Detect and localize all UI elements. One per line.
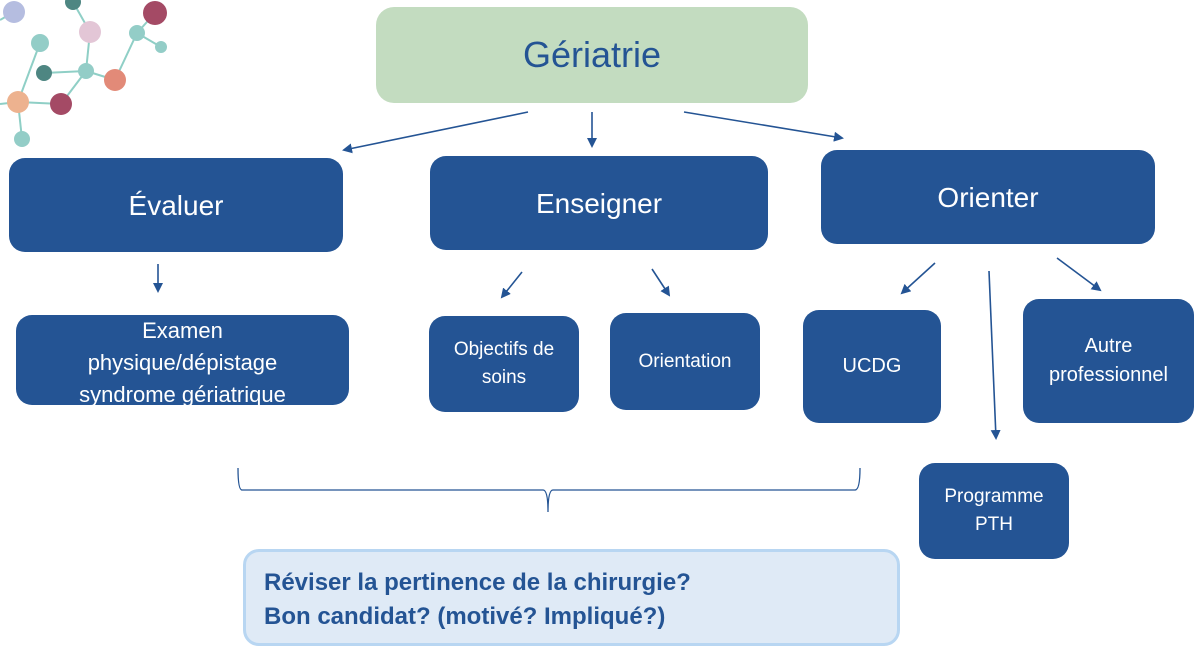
- orientation-label: Orientation: [638, 350, 732, 372]
- node-autre-professionnel: Autre professionnel: [1023, 299, 1194, 423]
- node-evaluer: Évaluer: [9, 158, 343, 252]
- arrow-enseigner-objectifs: [500, 271, 523, 299]
- examen-line-2: physique/dépistage: [87, 350, 278, 375]
- ucdg-label: UCDG: [842, 355, 902, 377]
- arrow-root-orienter: [683, 111, 844, 142]
- pth-line-2: PTH: [975, 514, 1013, 535]
- node-programme-pth: Programme PTH: [919, 463, 1069, 559]
- conclusion-line-2: Bon candidat? (motivé? Impliqué?): [264, 603, 666, 630]
- node-orienter-label: Orienter: [937, 181, 1039, 213]
- node-enseigner-label: Enseigner: [535, 187, 663, 219]
- autre-line-2: professionnel: [1049, 364, 1168, 386]
- arrow-orienter-autre: [1056, 257, 1102, 292]
- arrow-orienter-ucdg: [900, 262, 936, 295]
- node-evaluer-label: Évaluer: [128, 189, 224, 221]
- pth-line-1: Programme: [944, 486, 1044, 507]
- examen-line-3: syndrome gériatrique: [79, 382, 286, 407]
- node-ucdg: UCDG: [803, 310, 941, 423]
- arrow-root-evaluer: [342, 111, 529, 154]
- arrow-enseigner-orientation: [651, 268, 671, 297]
- arrow-orienter-pth: [988, 270, 1001, 440]
- conclusion-box: Réviser la pertinence de la chirurgie? B…: [243, 549, 900, 646]
- root-label: Gériatrie: [522, 34, 662, 75]
- conclusion-line-1: Réviser la pertinence de la chirurgie?: [264, 569, 691, 596]
- summary-brace: [237, 467, 861, 513]
- objectifs-line-2: soins: [481, 367, 527, 388]
- node-enseigner: Enseigner: [430, 156, 768, 250]
- node-orientation: Orientation: [610, 313, 760, 410]
- objectifs-line-1: Objectifs de: [453, 339, 555, 360]
- autre-line-1: Autre: [1084, 335, 1133, 357]
- node-objectifs-de-soins: Objectifs de soins: [429, 316, 579, 412]
- examen-line-1: Examen: [142, 318, 223, 343]
- molecule-network-icon: [0, 0, 167, 147]
- node-orienter: Orienter: [821, 150, 1155, 244]
- node-examen-physique: Examen physique/dépistage syndrome géria…: [16, 315, 349, 407]
- root-node-geriatrie: Gériatrie: [376, 7, 808, 103]
